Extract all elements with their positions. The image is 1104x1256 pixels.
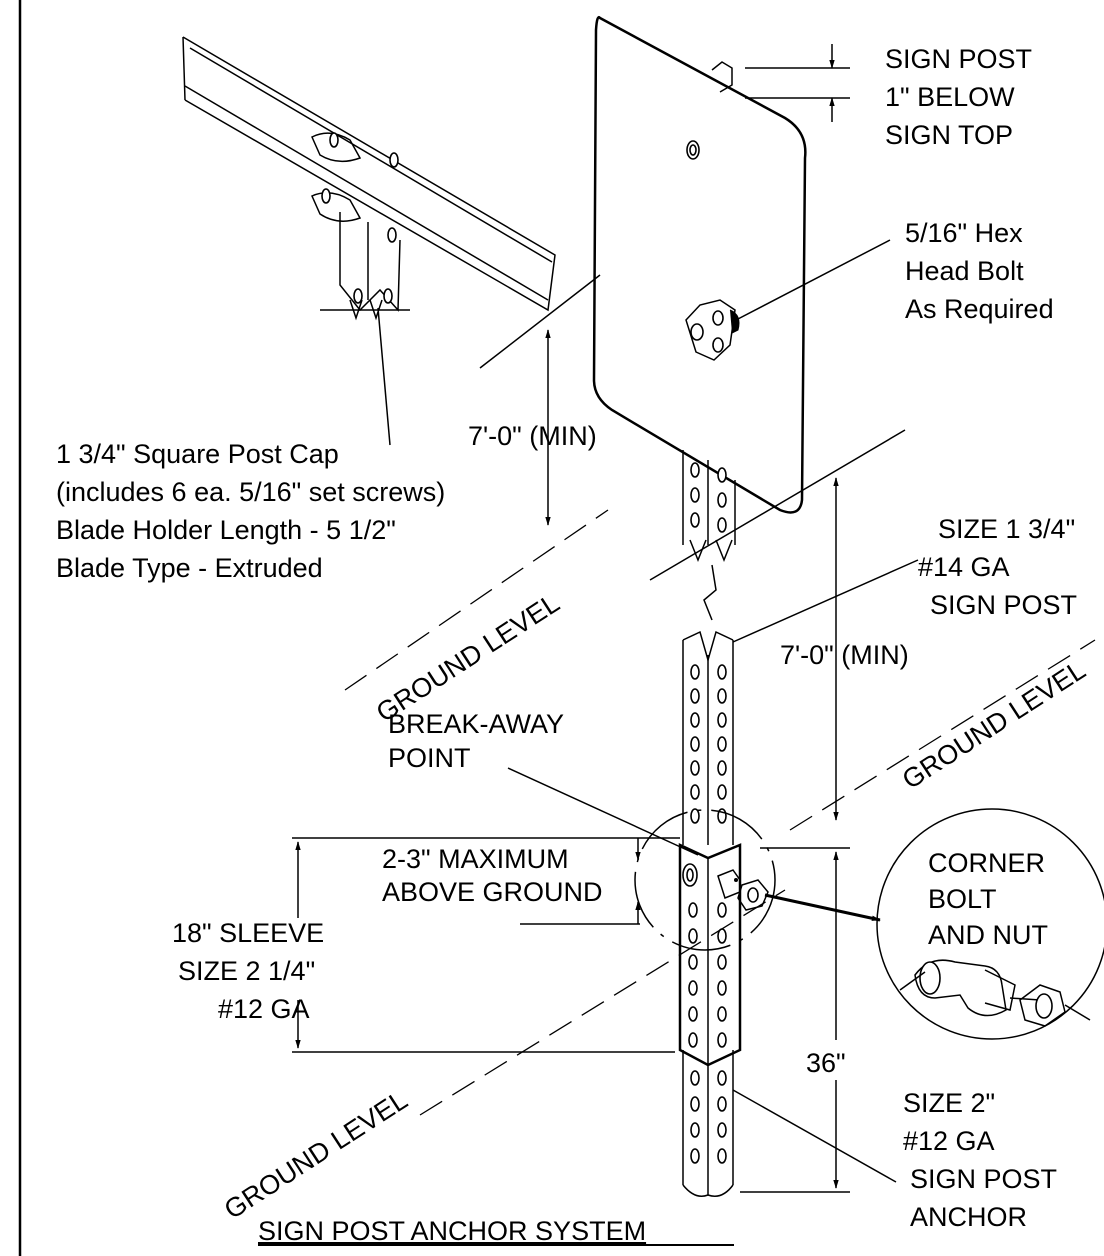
perforation-hole <box>717 1070 727 1086</box>
sleeve-label-line2: SIZE 2 1/4" <box>178 956 315 986</box>
upper-post <box>682 450 736 621</box>
perforation-hole <box>717 760 727 776</box>
post-label-line1: SIZE 1 3/4" <box>938 514 1075 544</box>
anchor-post <box>682 1050 734 1197</box>
sign-post-top-label-line2: 1" BELOW <box>885 82 1015 112</box>
perforation-hole <box>690 784 700 800</box>
labels: SIGN POST 1" BELOW SIGN TOP 5/16" Hex He… <box>56 44 1091 1246</box>
perforation-hole <box>690 736 700 752</box>
ground-level-lower-label: GROUND LEVEL <box>219 1085 413 1225</box>
depth-label: 36" <box>806 1048 846 1078</box>
dimension-lines <box>292 44 1096 1193</box>
perforation-hole <box>690 1070 700 1086</box>
perforation-hole <box>690 1148 700 1164</box>
sleeve-nut-icon <box>734 878 769 911</box>
corner-bolt-detail <box>876 808 1104 1040</box>
perforation-hole <box>688 1032 698 1048</box>
sign-post-top-label-line1: SIGN POST <box>885 44 1032 74</box>
cap-label-line2: (includes 6 ea. 5/16" set screws) <box>56 477 445 507</box>
bolt-label-line2: Head Bolt <box>905 256 1024 286</box>
anchor-label-line2: #12 GA <box>903 1126 995 1156</box>
perforation-hole <box>690 712 700 728</box>
breakaway-label-line1: BREAK-AWAY <box>388 709 564 739</box>
perforation-hole <box>690 664 700 680</box>
breakaway-label-line2: POINT <box>388 743 471 773</box>
perforation-hole <box>690 808 700 824</box>
anchor-label-line3: SIGN POST <box>910 1164 1057 1194</box>
perforation-hole <box>717 688 727 704</box>
cap-label-line4: Blade Type - Extruded <box>56 553 323 583</box>
main-post <box>682 630 734 845</box>
breakaway-circle <box>634 809 776 951</box>
perforation-hole <box>717 712 727 728</box>
anchor-label-line1: SIZE 2" <box>903 1088 995 1118</box>
perforation-hole <box>717 1122 727 1138</box>
perforation-hole <box>688 928 698 944</box>
perforation-hole <box>688 1006 698 1022</box>
perforation-hole <box>717 902 727 918</box>
perforation-hole <box>717 736 727 752</box>
perforation-hole <box>690 760 700 776</box>
ground-level-upper-label: GROUND LEVEL <box>371 588 565 728</box>
perforation-hole <box>717 980 727 996</box>
sleeve <box>678 843 742 1067</box>
post-label-line2: #14 GA <box>918 552 1010 582</box>
max-above-ground-line1: 2-3" MAXIMUM <box>382 844 569 874</box>
cap-label-line3: Blade Holder Length - 5 1/2" <box>56 515 396 545</box>
perforation-hole <box>688 980 698 996</box>
sign-panel <box>592 16 807 514</box>
perforation-hole <box>717 784 727 800</box>
perforation-hole <box>717 664 727 680</box>
corner-bolt-label-line1: CORNER <box>928 848 1045 878</box>
bolt-label-line3: As Required <box>905 294 1054 324</box>
cap-label-line1: 1 3/4" Square Post Cap <box>56 439 339 469</box>
perforation-hole <box>688 954 698 970</box>
bolt-label-line1: 5/16" Hex <box>905 218 1023 248</box>
perforation-hole <box>690 1122 700 1138</box>
perforation-hole <box>717 1096 727 1112</box>
corner-bolt-label-line2: BOLT <box>928 884 997 914</box>
clearance-left-label: 7'-0" (MIN) <box>468 421 597 451</box>
perforation-hole <box>717 1148 727 1164</box>
perforation-hole <box>717 954 727 970</box>
street-blade <box>182 36 556 321</box>
perforation-hole <box>717 1032 727 1048</box>
post-label-line3: SIGN POST <box>930 590 1077 620</box>
sign-post-top-label-line3: SIGN TOP <box>885 120 1013 150</box>
sleeve-label-line3: #12 GA <box>218 994 310 1024</box>
anchor-label-line4: ANCHOR <box>910 1202 1027 1232</box>
corner-bolt-label-line3: AND NUT <box>928 920 1048 950</box>
perforation-hole <box>690 1096 700 1112</box>
perforation-hole <box>690 688 700 704</box>
perforation-hole <box>688 902 698 918</box>
clearance-right-label: 7'-0" (MIN) <box>780 640 909 670</box>
perforation-hole <box>717 1006 727 1022</box>
sleeve-label-line1: 18" SLEEVE <box>172 918 324 948</box>
max-above-ground-line2: ABOVE GROUND <box>382 877 603 907</box>
drawing-title: SIGN POST ANCHOR SYSTEM <box>258 1216 646 1246</box>
ground-level-right-label: GROUND LEVEL <box>897 655 1091 795</box>
